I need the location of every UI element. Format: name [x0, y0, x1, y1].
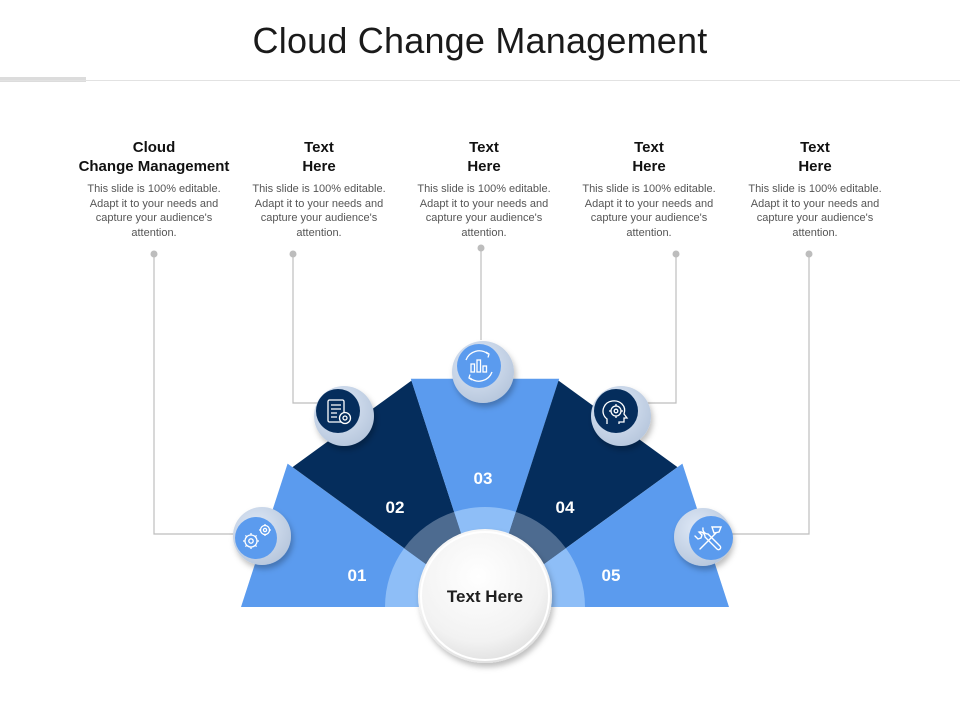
connector-5	[732, 254, 810, 535]
segment-number-03: 03	[474, 469, 493, 488]
column-4-body: This slide is 100% editable. Adapt it to…	[582, 183, 716, 239]
connector-dot-1	[150, 250, 158, 258]
center-circle: Text Here	[418, 529, 552, 663]
icon-badge-3	[452, 341, 514, 403]
connector-lines	[153, 248, 810, 535]
column-4-heading: Text Here	[632, 139, 666, 175]
column-1-body: This slide is 100% editable. Adapt it to…	[87, 183, 221, 239]
connector-dot-5	[805, 250, 813, 258]
column-1: Cloud Change Management This slide is 10…	[72, 138, 236, 240]
head-gear-icon	[602, 400, 629, 424]
column-3-heading: Text Here	[467, 139, 501, 175]
icon-badge-5	[674, 508, 733, 566]
title-accent-bar	[0, 77, 86, 82]
server-settings-icon	[327, 399, 352, 425]
gears-icon	[243, 524, 271, 549]
column-2: Text Here This slide is 100% editable. A…	[237, 138, 401, 240]
segment-3	[410, 378, 560, 607]
icon-badge-2	[314, 386, 374, 446]
connector-2	[292, 254, 322, 404]
icon-badge-4	[591, 386, 651, 446]
segment-number-01: 01	[348, 566, 367, 585]
segment-number-04: 04	[556, 498, 575, 517]
connector-dot-3	[477, 244, 485, 252]
slide-title: Cloud Change Management	[252, 20, 708, 61]
column-2-body: This slide is 100% editable. Adapt it to…	[252, 183, 386, 239]
connector-4	[640, 254, 677, 404]
column-5-body: This slide is 100% editable. Adapt it to…	[748, 183, 882, 239]
column-3: Text Here This slide is 100% editable. A…	[402, 138, 566, 240]
connector-dots	[150, 244, 813, 258]
connector-1	[153, 254, 238, 535]
column-4: Text Here This slide is 100% editable. A…	[567, 138, 731, 240]
column-1-heading: Cloud Change Management	[78, 139, 230, 175]
segment-number-02: 02	[386, 498, 405, 517]
connector-dot-2	[289, 250, 297, 258]
column-3-body: This slide is 100% editable. Adapt it to…	[417, 183, 551, 239]
column-5: Text Here This slide is 100% editable. A…	[733, 138, 897, 240]
cycle-chart-icon	[465, 350, 493, 382]
center-label: Text Here	[447, 587, 523, 606]
segment-number-05: 05	[602, 566, 621, 585]
connector-dot-4	[672, 250, 680, 258]
column-2-heading: Text Here	[302, 139, 336, 175]
column-5-heading: Text Here	[798, 139, 832, 175]
title-divider	[0, 80, 960, 81]
icon-badge-1	[233, 507, 291, 565]
tools-icon	[694, 526, 723, 551]
